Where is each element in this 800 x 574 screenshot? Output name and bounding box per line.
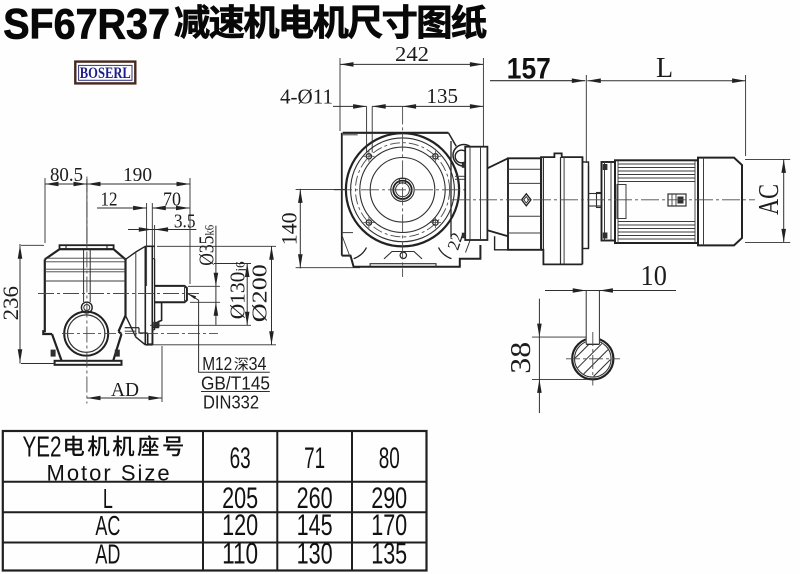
svg-text:GB/T145: GB/T145 xyxy=(201,374,270,394)
svg-text:70: 70 xyxy=(163,188,181,210)
svg-text:L: L xyxy=(103,483,113,514)
svg-text:135: 135 xyxy=(371,537,407,570)
svg-text:10: 10 xyxy=(641,261,667,292)
svg-text:260: 260 xyxy=(297,482,333,515)
svg-text:BOSERL: BOSERL xyxy=(80,65,131,82)
svg-text:38: 38 xyxy=(506,342,537,374)
svg-text:12: 12 xyxy=(101,188,118,210)
svg-text:34: 34 xyxy=(249,354,267,374)
svg-text:AC: AC xyxy=(95,510,120,541)
svg-text:140: 140 xyxy=(276,212,301,245)
svg-text:205: 205 xyxy=(222,482,258,515)
svg-text:135: 135 xyxy=(426,84,458,108)
svg-text:YE2: YE2 xyxy=(23,431,62,463)
svg-text:145: 145 xyxy=(297,509,333,542)
svg-text:AD: AD xyxy=(95,538,120,569)
svg-text:190: 190 xyxy=(123,164,152,186)
svg-text:Ø200: Ø200 xyxy=(247,264,271,322)
svg-text:130: 130 xyxy=(297,537,333,570)
svg-text:170: 170 xyxy=(371,509,407,542)
svg-text:4-Ø11: 4-Ø11 xyxy=(280,85,333,109)
svg-text:120: 120 xyxy=(222,509,258,542)
svg-text:Motor Size: Motor Size xyxy=(47,460,172,485)
svg-text:110: 110 xyxy=(222,537,258,570)
svg-text:22: 22 xyxy=(444,230,467,252)
svg-text:AD: AD xyxy=(111,379,139,401)
svg-text:63: 63 xyxy=(230,442,251,475)
svg-text:80: 80 xyxy=(379,442,400,475)
svg-text:DIN332: DIN332 xyxy=(203,393,259,413)
svg-text:3.5: 3.5 xyxy=(174,210,196,232)
svg-text:236: 236 xyxy=(0,286,23,320)
svg-text:157: 157 xyxy=(507,52,551,85)
svg-text:AC: AC xyxy=(754,184,785,215)
svg-text:80.5: 80.5 xyxy=(50,164,83,186)
svg-text:L: L xyxy=(656,53,673,84)
svg-text:71: 71 xyxy=(304,442,325,475)
svg-text:290: 290 xyxy=(371,482,407,515)
svg-text:242: 242 xyxy=(395,42,429,66)
svg-text:M12: M12 xyxy=(202,354,232,374)
svg-text:SF67R37: SF67R37 xyxy=(3,0,170,48)
